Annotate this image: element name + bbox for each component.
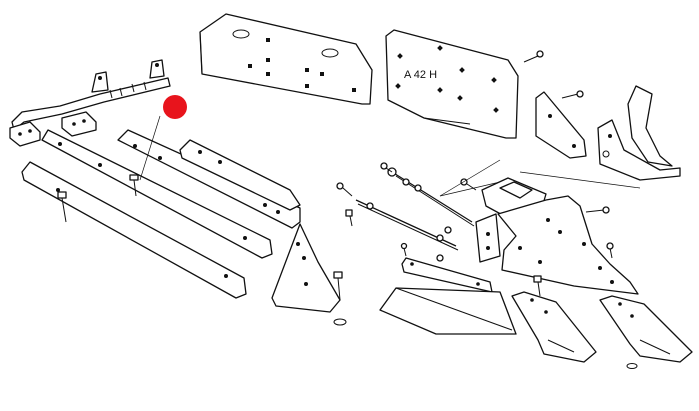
triangular-side-plate [271, 223, 347, 326]
bolt-center-3 [345, 209, 353, 227]
share-point-left [511, 291, 597, 363]
mounting-bracket [11, 59, 171, 131]
landside-bracket [535, 90, 587, 159]
bolt-center-6 [436, 254, 444, 262]
wear-strip-1 [41, 129, 273, 259]
share-point-right [599, 295, 693, 369]
part-number-label: A 42 H [404, 69, 437, 81]
bolt-center-1 [336, 182, 353, 197]
main-body-plate [497, 195, 639, 295]
wear-strip-4 [21, 161, 247, 299]
clamp-plate-left [9, 121, 41, 147]
bolt-right-1 [585, 206, 610, 214]
bolt-right-3 [533, 275, 542, 297]
tie-rod-upper [387, 167, 475, 227]
heel-plate [597, 85, 681, 181]
leader-lines [439, 159, 641, 197]
bolt-left-2 [129, 174, 139, 197]
wear-strip-2 [117, 129, 301, 229]
wear-strip-3 [179, 139, 301, 211]
bolt-right-2 [606, 242, 614, 259]
plough-share-left [379, 287, 517, 335]
bolt-center-2 [380, 162, 393, 173]
clamp-plate-right [61, 111, 97, 137]
connecting-bar [400, 242, 493, 293]
large-mould-board-plate [199, 13, 373, 105]
bolt-top-right [523, 50, 544, 63]
callout-marker [139, 95, 187, 181]
tie-rod-lower [355, 199, 459, 251]
red-dot-marker [163, 95, 187, 119]
bolt-left-1 [57, 191, 67, 223]
mould-board-a42h: A 42 H [385, 29, 519, 139]
bolt-center-5 [444, 226, 452, 234]
